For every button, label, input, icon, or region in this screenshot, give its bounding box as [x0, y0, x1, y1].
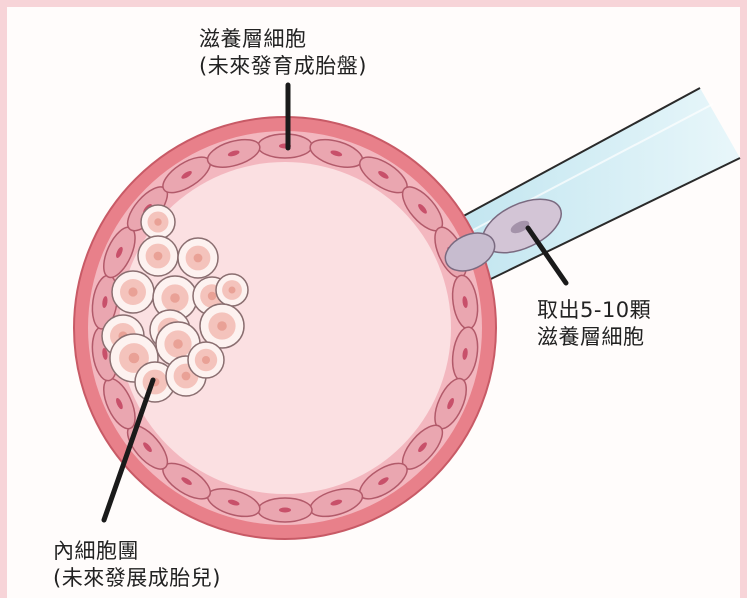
inner-cell-mass-label-line1: 內細胞團 — [53, 538, 221, 565]
inner-cell — [112, 271, 154, 313]
inner-cell — [138, 236, 178, 276]
trophectoderm-label-line1: 滋養層細胞 — [199, 26, 367, 53]
inner-cell — [141, 205, 175, 239]
biopsy-label-line2: 滋養層細胞 — [537, 324, 651, 351]
inner-cell — [178, 238, 218, 278]
inner-cell-mass-label-line2: (未來發展成胎兒) — [53, 565, 221, 592]
trophectoderm-label: 滋養層細胞 (未來發育成胎盤) — [199, 26, 367, 80]
biopsy-label-line1: 取出5-10顆 — [537, 297, 651, 324]
trophectoderm-label-line2: (未來發育成胎盤) — [199, 53, 367, 80]
biopsy-label: 取出5-10顆 滋養層細胞 — [537, 297, 651, 351]
inner-cell — [216, 274, 248, 306]
inner-cell — [188, 342, 224, 378]
trophectoderm-cell — [258, 498, 312, 522]
biopsy-pipette — [445, 88, 740, 293]
trophectoderm-cell — [258, 134, 312, 158]
inner-cell-mass-label: 內細胞團 (未來發展成胎兒) — [53, 538, 221, 592]
